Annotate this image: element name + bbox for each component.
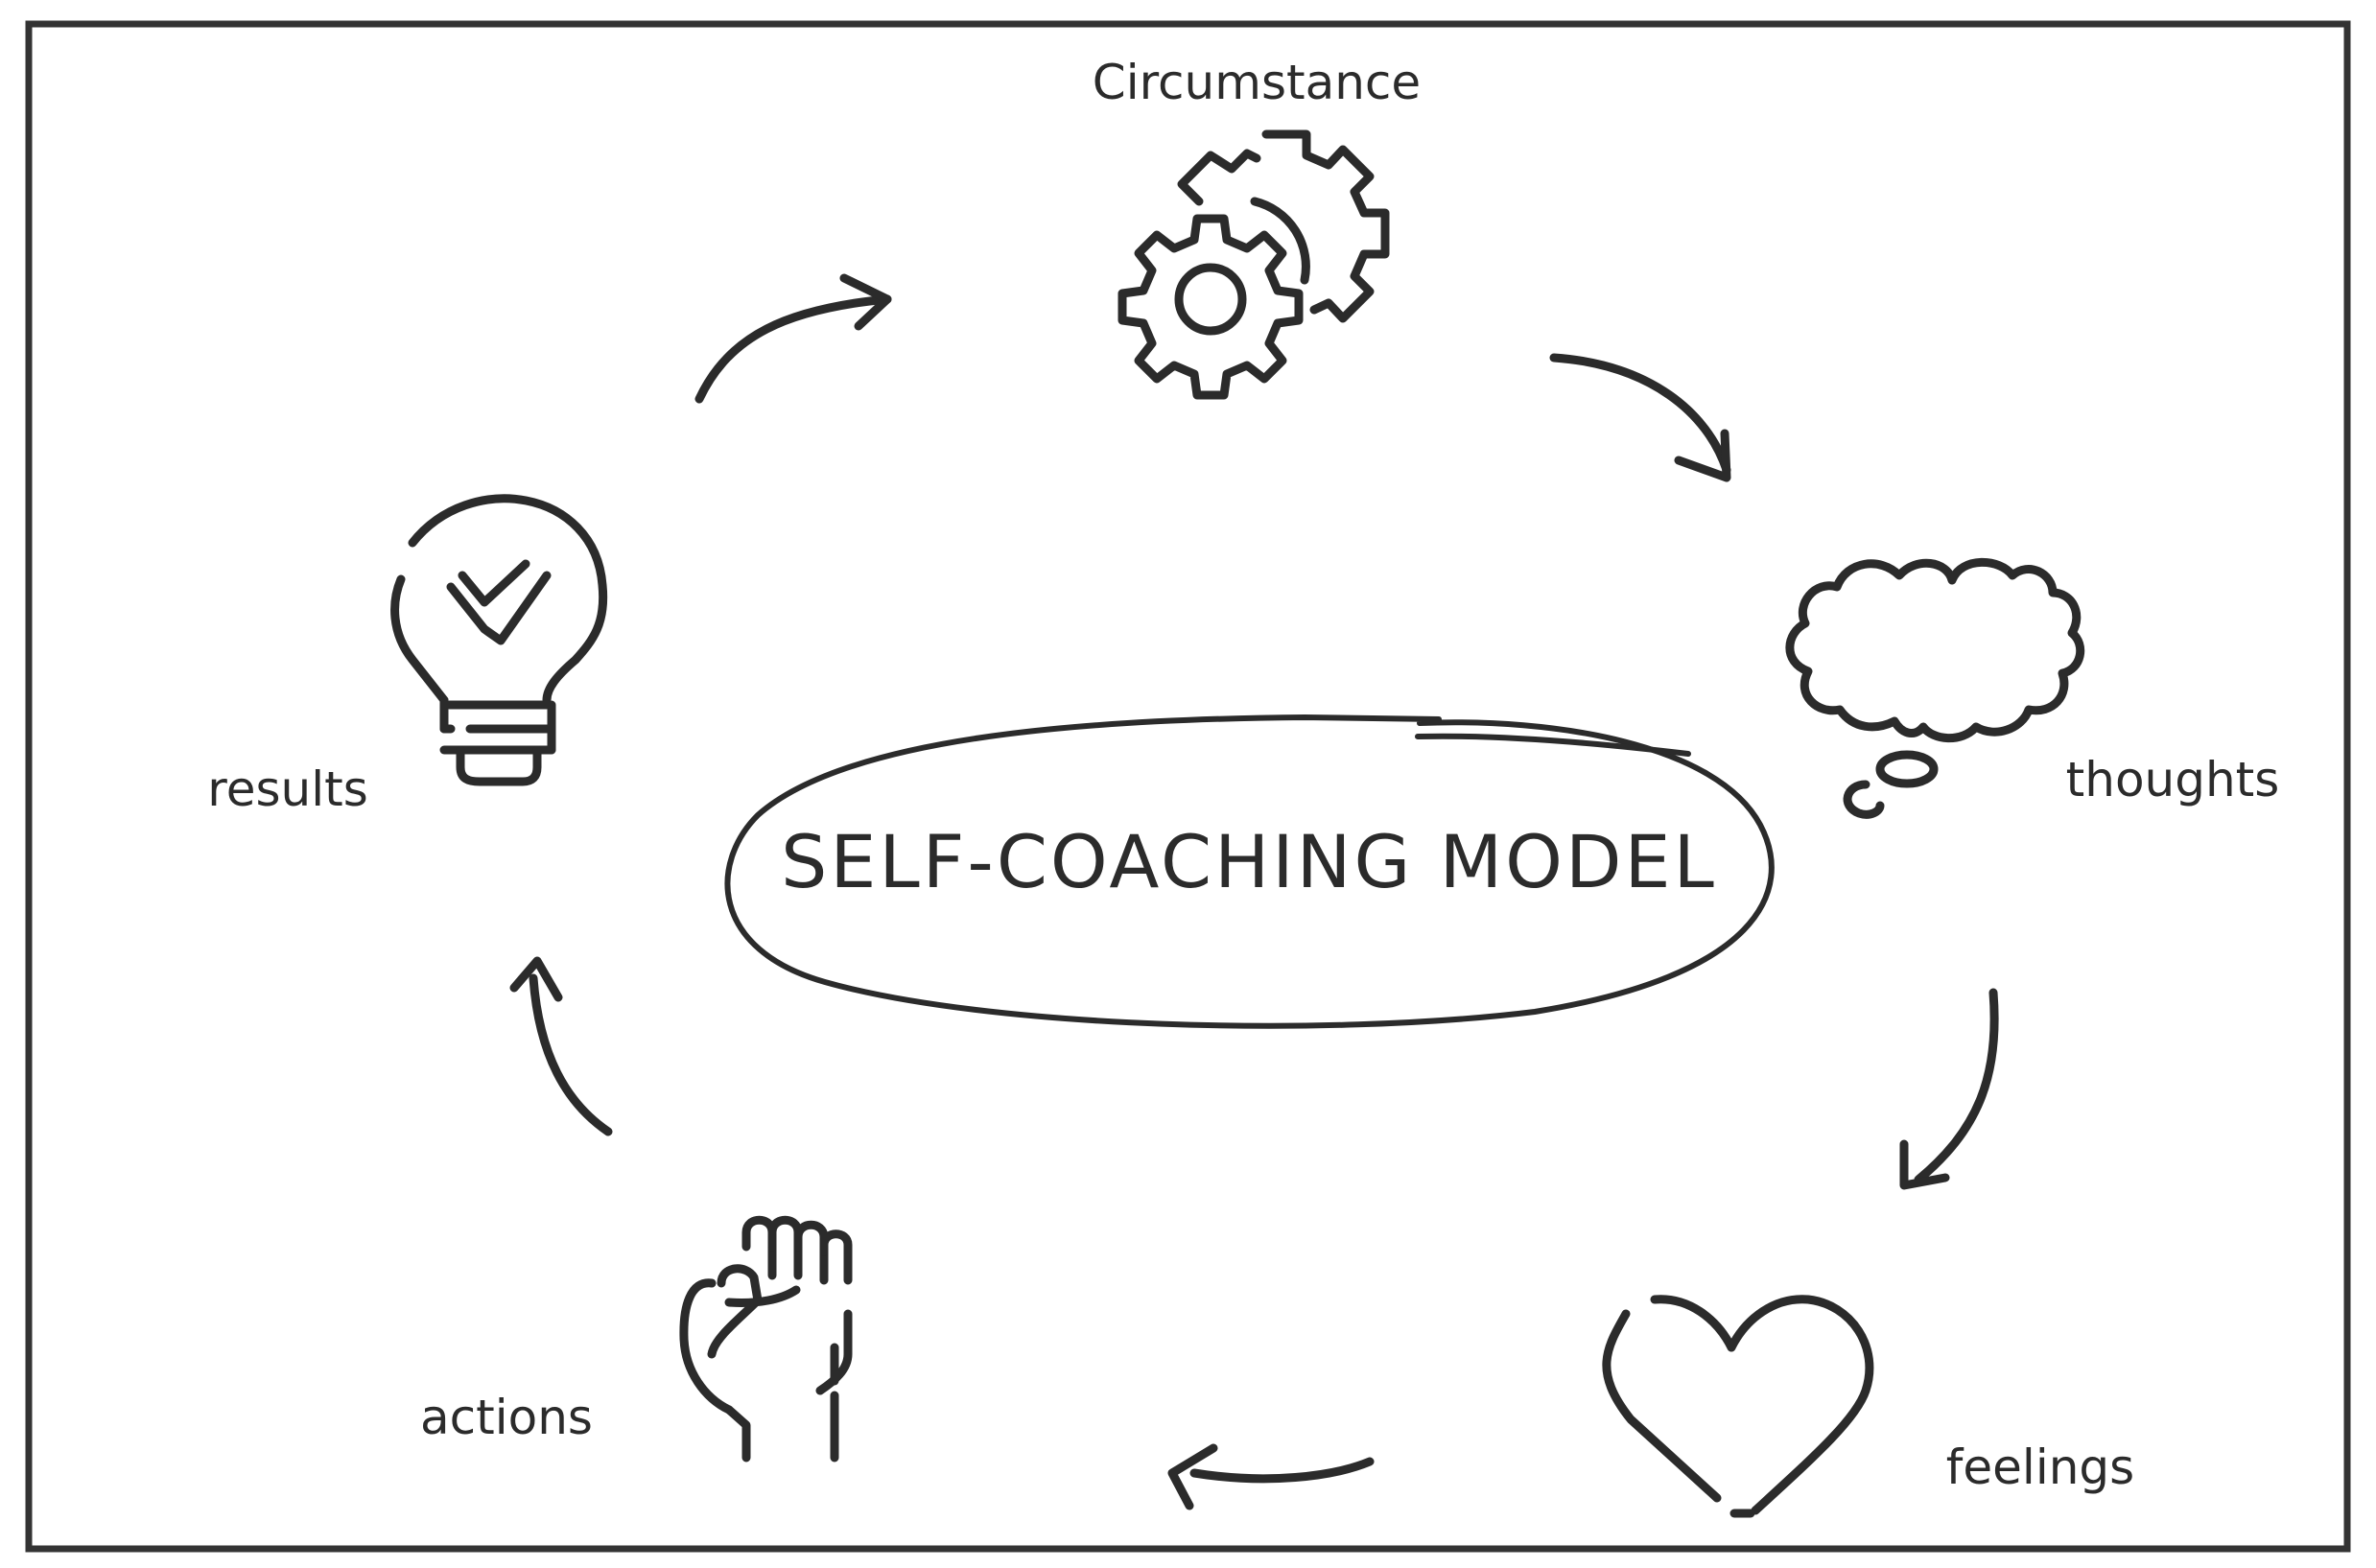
thought-cloud-icon (1785, 557, 2085, 819)
node-label-results: results (207, 761, 368, 817)
node-label-circumstance: Circumstance (1093, 55, 1421, 110)
diagram-frame (25, 20, 2351, 1553)
diagram-title: SELF-COACHING MODEL (781, 819, 1717, 904)
arrow-results-to-circumstance (694, 273, 892, 404)
heart-icon (1602, 1295, 1874, 1518)
gears-icon (1117, 129, 1390, 400)
arrow-circumstance-to-thoughts (1549, 353, 1731, 482)
arrow-feelings-to-actions (1167, 1443, 1375, 1510)
node-label-thoughts: thoughts (2066, 752, 2280, 807)
title-ellipse (724, 714, 1775, 1029)
lightbulb-check-icon (390, 494, 608, 786)
node-label-actions: actions (420, 1390, 593, 1445)
arrow-thoughts-to-feelings (1899, 988, 1999, 1190)
node-label-feelings: feelings (1946, 1439, 2134, 1495)
arrow-actions-to-results (509, 956, 613, 1136)
raised-fist-icon (679, 1215, 853, 1463)
